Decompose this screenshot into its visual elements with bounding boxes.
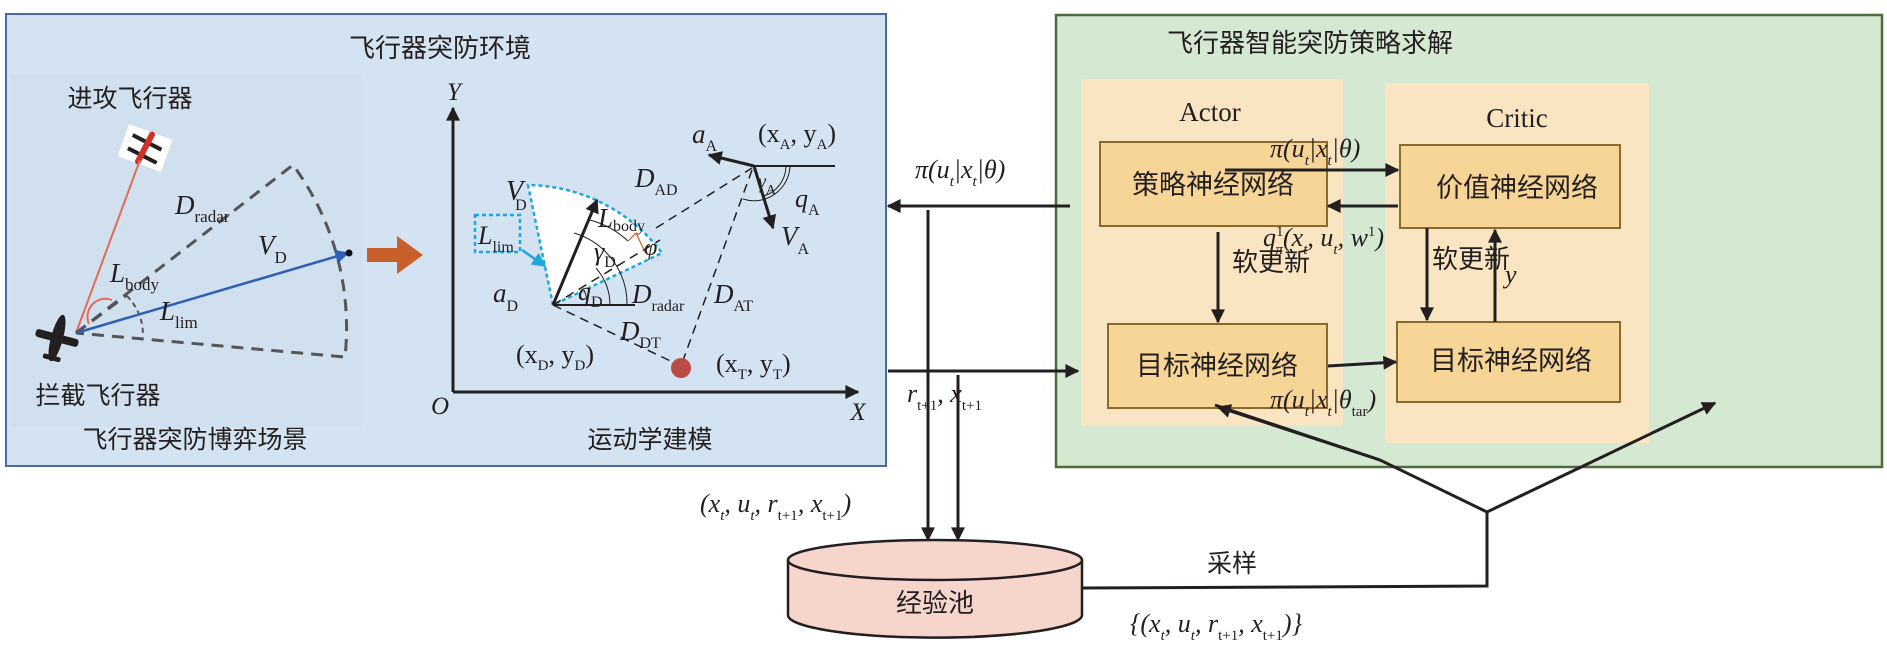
sample-set-label: {(xt, ut, rt+1, xt+1)} <box>1130 609 1303 644</box>
critic-title: Critic <box>1486 103 1548 133</box>
actor-soft-update-label: 软更新 <box>1232 248 1310 278</box>
critic-soft-update-label: 软更新 <box>1432 245 1510 275</box>
phi-label: φ <box>644 235 657 261</box>
y-axis-label: Y <box>447 79 464 106</box>
target-link-label: π(ut|xt|θtar) <box>1270 385 1376 420</box>
d-ad-label: DAD <box>634 163 678 199</box>
v-d-k-label: VD <box>506 176 527 214</box>
replay-pool[interactable]: 经验池 <box>786 538 1084 639</box>
critic-target-net-box[interactable] <box>1396 321 1621 403</box>
policy-net-label: 策略神经网络 <box>1132 170 1294 201</box>
penetration-scene: 进攻飞行器 Dradar <box>10 75 362 454</box>
l-body-k-label: Lbody <box>597 203 645 235</box>
critic-target-net-label: 目标神经网络 <box>1430 346 1592 377</box>
pos-t-label: (xT, yT) <box>716 349 791 383</box>
interceptor-aircraft-icon <box>35 314 79 363</box>
d-dt-label: DDT <box>619 316 661 352</box>
target-point <box>671 358 691 378</box>
line-of-sight <box>75 159 141 334</box>
pos-a-label: (xA, yA) <box>758 119 836 153</box>
a-d-label: aD <box>493 278 518 315</box>
target-link-arrow <box>1327 355 1398 370</box>
v-a-label: VA <box>781 221 810 258</box>
velocity-tip-dot <box>345 249 353 257</box>
d-radar-dashed <box>552 239 661 306</box>
sample-label: 采样 <box>1207 549 1257 578</box>
policy-net-box[interactable] <box>1099 141 1328 227</box>
actor-target-net-box[interactable] <box>1107 323 1328 409</box>
gamma-d-label: γD <box>594 237 616 271</box>
scene-caption: 飞行器突防博弈场景 <box>82 425 307 454</box>
attacker-aircraft-icon <box>117 124 173 172</box>
solver-panel: 飞行器智能突防策略求解 Actor Critic 策略神经网络 目标神经网络 价… <box>1054 13 1884 469</box>
pool-top <box>786 538 1084 582</box>
gap-area <box>888 14 1054 467</box>
a-a-label: aA <box>692 119 718 155</box>
l-body-label: Lbody <box>109 258 160 294</box>
env-panel: 飞行器突防环境 进攻飞行器 <box>5 13 887 467</box>
l-lim-k-label: Llim <box>477 221 514 256</box>
gamma-a-label: γA <box>758 171 777 198</box>
v-d-label: VD <box>258 230 287 267</box>
value-net-label: 价值神经网络 <box>1436 173 1598 204</box>
actor-title: Actor <box>1179 97 1240 127</box>
flow-arrow-icon <box>367 236 423 274</box>
lim-pointer <box>521 248 547 268</box>
kinematics-caption: 运动学建模 <box>587 425 712 454</box>
body-limit-line <box>75 293 128 335</box>
q-a-label: qA <box>795 184 820 219</box>
v-d-vector <box>551 198 599 306</box>
pool-label: 经验池 <box>896 589 974 619</box>
a-a-vector <box>707 151 755 168</box>
sample-to-actor-arrow <box>1216 404 1381 462</box>
interceptor-label: 拦截飞行器 <box>35 381 160 410</box>
policy-to-value-label: π(ut|xt|θ) <box>1270 134 1360 169</box>
attacker-label: 进攻飞行器 <box>67 84 192 113</box>
body-angle-arc <box>86 297 113 325</box>
v-a-vector <box>752 165 777 230</box>
d-ad-line <box>655 167 753 229</box>
radar-sector-kinematic <box>526 183 664 307</box>
env-panel-title: 飞行器突防环境 <box>349 34 531 64</box>
l-lim-box <box>473 213 522 254</box>
q-d-label: qD <box>578 277 603 311</box>
pos-d-label: (xD, yD) <box>516 340 594 374</box>
connections: π(ut|xt|θ) rt+1, xt+1 (xt, ut, rt+1, xt+… <box>700 14 1717 644</box>
sample-to-critic-arrow <box>1486 401 1717 514</box>
solver-panel-title: 飞行器智能突防策略求解 <box>1167 29 1453 59</box>
d-at-line <box>680 169 753 367</box>
radar-sector <box>75 162 349 359</box>
kinematics-model: Y X O Llim VD Lbody γD φ qD aD Dradar <box>431 79 867 454</box>
y-label: y <box>1502 260 1517 289</box>
scene-backdrop <box>10 75 362 427</box>
reward-next-state-label: rt+1, xt+1 <box>907 379 982 414</box>
actor-target-net-label: 目标神经网络 <box>1136 351 1298 382</box>
velocity-vector <box>75 249 350 335</box>
value-net-box[interactable] <box>1399 144 1621 229</box>
d-dt-line <box>552 304 682 367</box>
d-at-label: DAT <box>713 279 753 315</box>
policy-output-label: π(ut|xt|θ) <box>915 155 1005 190</box>
transition-label: (xt, ut, rt+1, xt+1) <box>700 489 851 524</box>
d-radar-k-label: Dradar <box>631 279 685 315</box>
l-lim-label: Llim <box>159 296 198 332</box>
d-radar-label: Dradar <box>174 190 230 226</box>
pool-body <box>786 560 1084 639</box>
x-axis-label: X <box>849 399 867 426</box>
origin-label: O <box>431 393 449 420</box>
